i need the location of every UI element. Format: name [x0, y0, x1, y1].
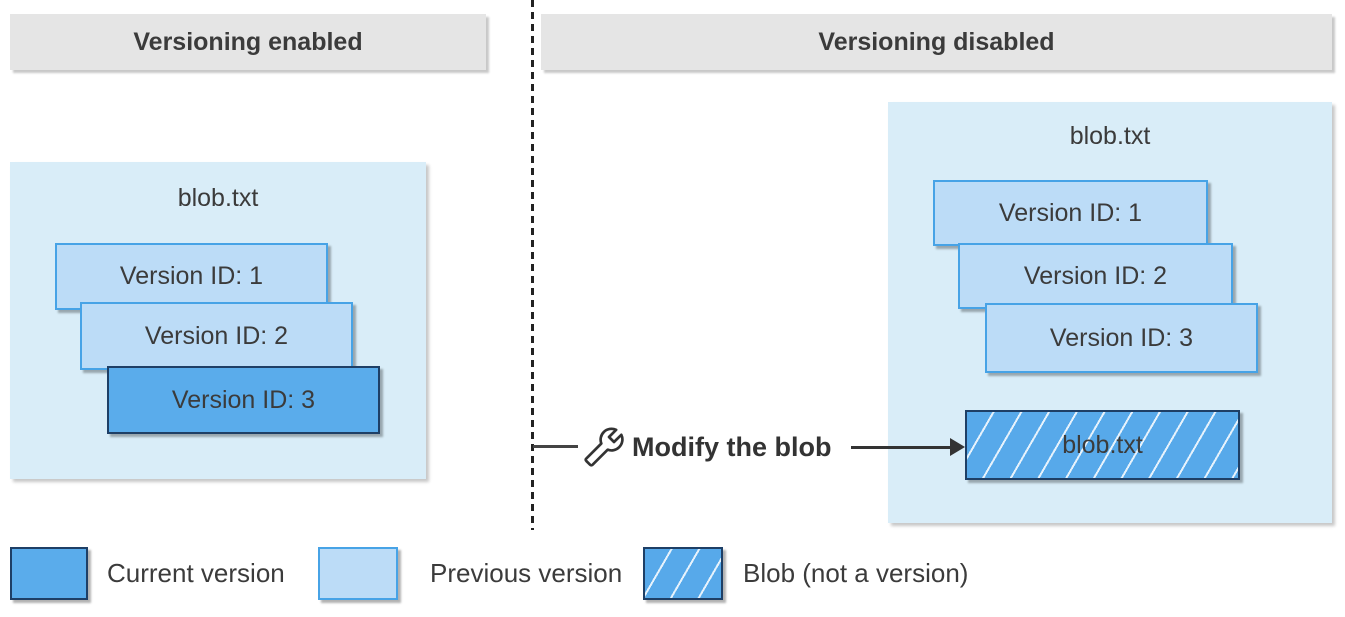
divider-connector-line	[533, 445, 578, 448]
version-box-1-label: Version ID: 1	[119, 262, 264, 290]
version-box-1: Version ID: 1	[55, 243, 328, 310]
legend-label-blob-not-a-version: Blob (not a version)	[743, 558, 969, 588]
versioning-disabled-header: Versioning disabled	[541, 14, 1332, 70]
version-box-3: Version ID: 3	[985, 303, 1258, 373]
versioning-disabled-header-label: Versioning disabled	[818, 27, 1055, 56]
modify-blob-action: Modify the blob	[584, 423, 831, 471]
modify-blob-label: Modify the blob	[632, 431, 832, 462]
version-box-2: Version ID: 2	[80, 302, 353, 370]
legend-swatch-previous-version	[318, 547, 398, 600]
blob-title: blob.txt	[1069, 122, 1151, 150]
legend-label-previous-version: Previous version	[430, 558, 623, 588]
legend-swatch-current-version	[10, 547, 88, 600]
version-box-2-label: Version ID: 2	[144, 321, 289, 350]
version-box-3-current: Version ID: 3	[107, 366, 380, 434]
blob-title: blob.txt	[177, 184, 259, 212]
version-box-2-label: Version ID: 2	[1023, 261, 1168, 290]
version-box-1-label: Version ID: 1	[998, 198, 1143, 227]
version-box-2: Version ID: 2	[958, 243, 1233, 309]
legend-label-current-version: Current version	[107, 558, 285, 588]
versioning-enabled-blob-container: blob.txt Version ID: 1 Version ID: 2 Ver…	[10, 162, 426, 479]
versioning-disabled-blob-container: blob.txt Version ID: 1 Version ID: 2 Ver…	[888, 102, 1332, 523]
version-box-3-label: Version ID: 3	[171, 385, 316, 414]
modify-arrow-line	[851, 446, 952, 449]
version-box-1: Version ID: 1	[933, 180, 1208, 246]
modify-arrow-head-icon	[950, 438, 965, 456]
wrench-icon	[584, 427, 624, 467]
legend-swatch-blob-not-a-version	[643, 547, 723, 600]
dashed-divider-line	[531, 0, 534, 530]
versioning-enabled-header-label: Versioning enabled	[133, 27, 363, 56]
blob-not-a-version-box: blob.txt	[965, 410, 1240, 480]
blob-box-label: blob.txt	[1062, 430, 1143, 459]
versioning-enabled-header: Versioning enabled	[10, 14, 486, 70]
version-box-3-label: Version ID: 3	[1049, 323, 1194, 352]
